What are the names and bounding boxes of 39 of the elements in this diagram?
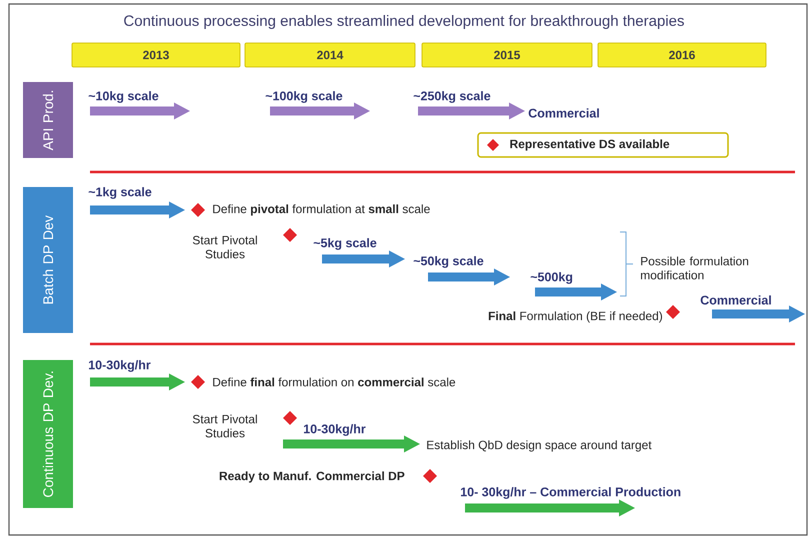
arrow-label: Commercial (528, 108, 599, 118)
year-box: 2016 (598, 42, 766, 68)
node-label: 10-30kg/hr (304, 424, 366, 436)
note-text: Ready to Manuf. Commercial DP (220, 471, 404, 483)
phase-bar: 10- 30kg/hr – Commercial Production (461, 487, 680, 516)
year-box: 2013 (72, 42, 240, 68)
year-box: 2014 (244, 42, 416, 68)
node-label: ~5kg scale (314, 238, 376, 250)
phase-bar: ~1kg scale (88, 187, 185, 218)
note-text: Define final formulation on commercial scale (213, 378, 456, 386)
phase-bar: 10-30kg/hr (283, 424, 420, 452)
title: Continuous processing enables streamlined development for breakthrough therapies (124, 15, 684, 29)
note-text: Final Formulation (BE if needed) (488, 311, 662, 323)
phase-bar: ~100kg scale (266, 91, 370, 120)
node-label: ~50kg scale (414, 256, 484, 268)
node-label: 10- 30kg/hr – Commercial Production (460, 487, 680, 499)
row-label-box: API Prod. (23, 82, 73, 158)
phase-bar: ~250kg scale (414, 91, 525, 120)
note-text: Start Pivotal Studies (192, 236, 257, 258)
phase-bar: Commercial (700, 295, 805, 322)
phase-bar: ~50kg scale (414, 256, 510, 286)
year-box: 2015 (422, 42, 592, 68)
node-label: 10-30kg/hr (88, 360, 151, 372)
node-label: ~1kg scale (88, 187, 152, 199)
phase-bar: ~5kg scale (314, 238, 405, 268)
node-label: ~100kg scale (266, 91, 342, 103)
phase-bar: ~10kg scale (88, 91, 190, 120)
row-label-box: Continuous DP Dev. (23, 360, 73, 508)
phase-bar: 10-30kg/hr (88, 360, 185, 390)
node-label: ~500kg (530, 272, 572, 284)
phase-bar: ~500kg (530, 272, 617, 300)
row-label-box: Batch DP Dev (23, 187, 73, 333)
note-text: Possible formulation modification (641, 256, 748, 280)
note-text: Define pivotal formulation at small scale (213, 204, 430, 216)
callout-box: Representative DS available (477, 132, 729, 158)
note-text: Start Pivotal Studies (192, 414, 257, 438)
node-label: ~10kg scale (88, 91, 158, 103)
node-label: Commercial (700, 295, 771, 305)
node-label: ~250kg scale (414, 91, 490, 103)
